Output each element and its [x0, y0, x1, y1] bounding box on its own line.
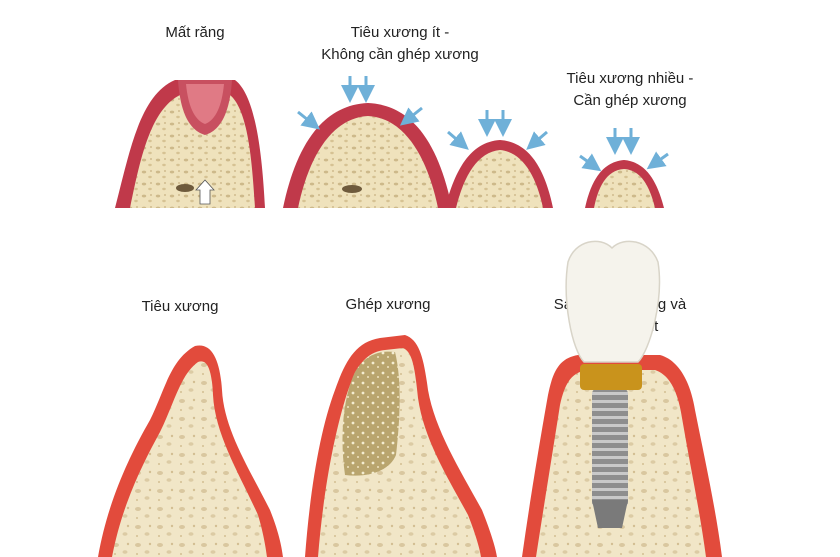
label-tooth-loss: Mất răng — [165, 24, 225, 41]
bone — [594, 169, 655, 208]
bone — [112, 361, 267, 557]
socket-inner — [186, 84, 224, 124]
label-minor-bone-loss-line2: Không cần ghép xương — [321, 46, 479, 63]
arrow-icon — [646, 151, 669, 170]
label-minor-bone-loss: Tiêu xương ít - Không cần ghép xương — [295, 22, 505, 66]
bone-graft-illustration — [305, 335, 497, 557]
bone — [130, 95, 255, 208]
arrow-icon — [579, 153, 602, 172]
arrow-icon — [447, 130, 469, 150]
tooth-loss-illustration — [115, 80, 265, 208]
arrow-icon — [526, 130, 548, 150]
label-minor-bone-loss-line1: Tiêu xương ít - — [350, 24, 450, 41]
label-major-bone-loss-line1: Tiêu xương nhiều - — [566, 70, 694, 87]
bone-resorption-illustration — [98, 345, 283, 557]
bone — [456, 150, 543, 208]
abutment — [580, 364, 642, 390]
bone — [298, 116, 438, 208]
arrow-icon — [297, 110, 321, 130]
crown — [565, 240, 661, 363]
graft-material — [342, 351, 400, 476]
major-bone-loss-illustration-2 — [579, 128, 669, 208]
major-bone-loss-illustration-1 — [445, 110, 553, 208]
label-major-bone-loss: Tiêu xương nhiều - Cần ghép xương — [530, 68, 730, 112]
arrow-icon — [399, 106, 423, 126]
implant-tip — [592, 500, 628, 528]
implant-illustration — [522, 240, 722, 557]
implant-screw — [592, 388, 628, 508]
up-arrow-icon — [195, 179, 215, 205]
label-bone-graft: Ghép xương — [345, 296, 431, 313]
nerve-canal — [176, 184, 194, 192]
label-bone-resorption: Tiêu xương — [141, 298, 219, 315]
minor-bone-loss-illustration — [283, 76, 452, 208]
nerve-canal — [342, 185, 362, 193]
label-major-bone-loss-line2: Cần ghép xương — [573, 92, 687, 109]
